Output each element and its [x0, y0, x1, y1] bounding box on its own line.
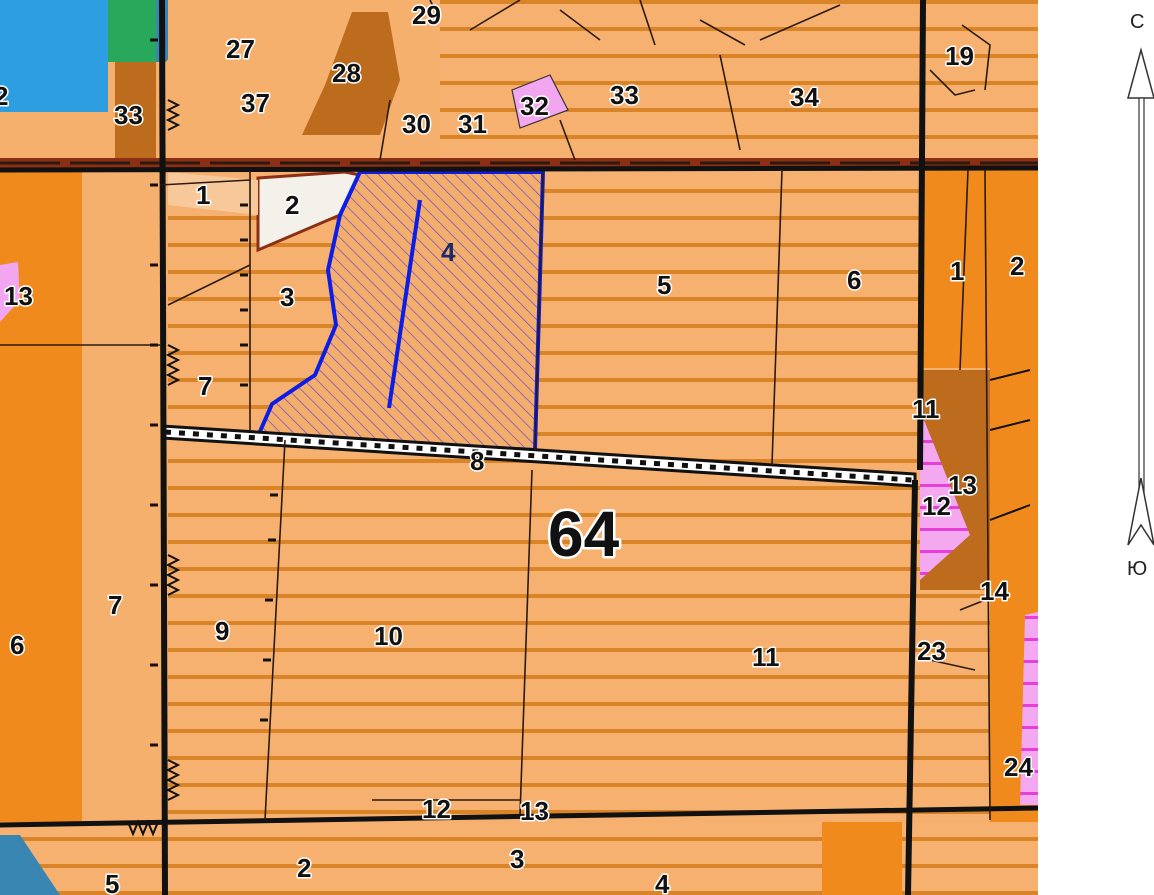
parcel-label-1: 1	[196, 180, 210, 210]
parcel-label-9: 9	[215, 616, 229, 646]
map-margin	[1038, 0, 1154, 895]
parcel-label-30: 30	[402, 109, 431, 139]
parcel-label-5-bottom: 5	[105, 869, 119, 895]
parcel-label-10: 10	[374, 621, 403, 651]
parcel-29-stripes	[440, 0, 920, 160]
compass-south-label: Ю	[1127, 558, 1147, 580]
parcel-label-2-right: 2	[1010, 251, 1024, 281]
parcel-label-2-bottom: 2	[297, 853, 311, 883]
parcel-label-32: 32	[520, 91, 549, 121]
parcel-label-19: 19	[945, 41, 974, 71]
clearing-area-top-left	[115, 62, 156, 165]
selected-parcel-4-divider	[387, 199, 422, 409]
parcel-label-7-top: 7	[198, 371, 212, 401]
parcel-label-6-left: 6	[10, 630, 24, 660]
parcel-label-2: 2	[285, 190, 299, 220]
compass-shaft	[1138, 97, 1145, 494]
parcel-lines	[0, 0, 991, 821]
parcel-label-13-right: 13	[948, 470, 977, 500]
parcel-label-28: 28	[332, 58, 361, 88]
parcel-label-7: 7	[108, 590, 122, 620]
parcel-13-left-pink	[0, 262, 20, 322]
boundary-east-top	[917, 0, 926, 471]
right-strip-dark-a	[920, 168, 990, 368]
parcel-label-1-right: 1	[950, 256, 964, 286]
parcel-label-8: 8	[470, 446, 484, 476]
parcel-label-14-right: 14	[980, 576, 1009, 606]
parcel-label-5: 5	[657, 270, 671, 300]
parcel-label-33-left: 33	[114, 100, 143, 130]
parcel-label-37: 37	[241, 88, 270, 118]
parcel-label-12: 12	[422, 794, 451, 824]
south-arrow-icon	[1127, 477, 1154, 546]
parcel-label-13: 13	[520, 796, 549, 826]
parcel-12-right-pink	[920, 410, 970, 580]
left-strip-light	[82, 170, 160, 825]
water-area	[0, 0, 108, 112]
parcel-label-11-right: 11	[912, 394, 940, 424]
west-boundary-ticks	[150, 38, 158, 747]
parcel-28-clearing	[302, 12, 400, 135]
boundary-south	[0, 805, 1039, 828]
bottom-strip-dark	[822, 822, 902, 895]
east-boundary-ticks	[240, 203, 278, 722]
green-area	[108, 0, 156, 62]
west-boundary-serrations	[127, 99, 181, 837]
road-dashed-east	[989, 369, 1031, 521]
compass-north-label: С	[1130, 11, 1144, 33]
parcel-label-3-bottom: 3	[510, 844, 524, 874]
parcel-32-pink	[511, 74, 569, 129]
selected-parcel-label-4[interactable]: 4	[441, 237, 456, 267]
quarter-number-label: 64	[548, 498, 620, 570]
parcel-label-24-right: 24	[1004, 752, 1033, 782]
parcel-label-11: 11	[752, 642, 780, 672]
parcel-label-23-right: 23	[917, 636, 946, 666]
boundary-west	[159, 0, 168, 895]
parcel-label-29: 29	[412, 0, 441, 30]
parcel-label-31: 31	[458, 109, 487, 139]
parcel-label-13-left: 13	[4, 281, 33, 311]
parcel-label-12-right: 12	[922, 491, 951, 521]
parcel-24-right-pink	[1020, 612, 1038, 805]
parcel-label-34: 34	[790, 82, 819, 112]
parcel-23-right-area	[920, 590, 990, 820]
parcel-label-4-bottom: 4	[655, 869, 670, 895]
parcel-label-3: 3	[280, 282, 294, 312]
quarter-64-stripes	[168, 168, 920, 820]
parcel-label-6: 6	[847, 265, 861, 295]
compass: С Ю	[1127, 11, 1154, 580]
parcel-label-27: 27	[226, 34, 255, 64]
parcel-label-33: 33	[610, 80, 639, 110]
parcel-label-2-edge: 2	[0, 81, 8, 111]
boundary-east-bottom	[905, 479, 918, 895]
boundary-north	[0, 165, 1039, 173]
bottom-water	[0, 835, 60, 895]
parcel-19-area	[925, 0, 1038, 160]
